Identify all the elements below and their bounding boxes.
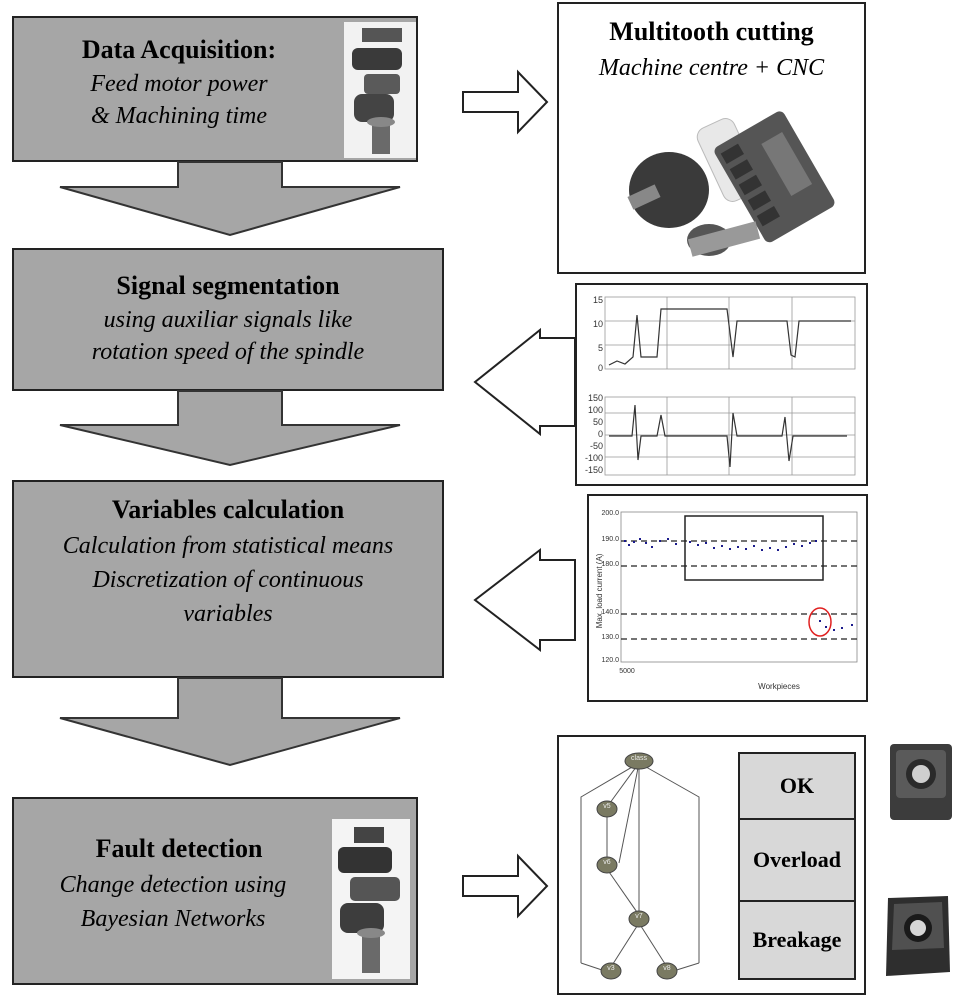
y-tick: 0 bbox=[597, 429, 603, 439]
step-title: Signal segmentation bbox=[116, 271, 340, 300]
machine-subtitle: Machine centre + CNC bbox=[598, 55, 825, 81]
category-overload: Overload bbox=[738, 818, 856, 902]
step-fault-detection-box: Fault detection Change detection using B… bbox=[12, 797, 418, 985]
down-arrow bbox=[59, 161, 401, 237]
y-tick: 15 bbox=[592, 295, 603, 305]
x-tick: 5000 bbox=[619, 668, 635, 675]
y-tick: 0 bbox=[597, 363, 603, 373]
bayes-node-label: class bbox=[631, 755, 647, 762]
left-arrow bbox=[473, 547, 576, 653]
bayes-node bbox=[600, 962, 622, 980]
y-tick: 150 bbox=[587, 393, 603, 403]
down-arrow bbox=[59, 677, 401, 767]
bayes-node bbox=[596, 800, 618, 818]
y-tick: 190.0 bbox=[601, 536, 619, 543]
bayes-node-label: v8 bbox=[663, 965, 671, 972]
y-tick: 140.0 bbox=[601, 609, 619, 616]
bayes-node-label: v7 bbox=[635, 913, 643, 920]
y-tick: 50 bbox=[592, 417, 603, 427]
y-tick: -100 bbox=[584, 453, 603, 463]
y-tick: 120.0 bbox=[601, 657, 619, 664]
bayes-node-label: v5 bbox=[603, 803, 611, 810]
data-points bbox=[624, 538, 853, 631]
step-data-acquisition-box: Data Acquisition: Feed motor power & Mac… bbox=[12, 16, 418, 162]
x-axis-label: Workpieces bbox=[758, 682, 800, 691]
insert-breakage-image bbox=[880, 892, 956, 984]
step-line: Feed motor power bbox=[90, 71, 268, 97]
bayes-node-label: v6 bbox=[603, 859, 611, 866]
anomaly-circle bbox=[808, 607, 832, 637]
step-variables-calculation-box: Variables calculation Calculation from s… bbox=[12, 480, 444, 678]
insert-ok-image bbox=[886, 740, 956, 830]
step-title: Variables calculation bbox=[111, 495, 345, 524]
machine-title: Multitooth cutting bbox=[609, 17, 814, 46]
bayes-node bbox=[596, 856, 618, 874]
step-line: variables bbox=[183, 601, 273, 627]
down-arrow bbox=[59, 390, 401, 467]
signal-plot-box: 15 10 5 0 150 100 50 0 -50 -100 -150 bbox=[575, 283, 868, 486]
bayes-node-label: v3 bbox=[607, 965, 615, 972]
bayes-node bbox=[628, 910, 650, 928]
step-line: Discretization of continuous bbox=[92, 567, 364, 593]
step-line: rotation speed of the spindle bbox=[91, 339, 365, 365]
crankshaft-image bbox=[332, 819, 410, 979]
step-title: Data Acquisition: bbox=[81, 35, 277, 64]
category-ok: OK bbox=[738, 752, 856, 820]
signal-plots bbox=[604, 296, 856, 476]
y-tick: 200.0 bbox=[601, 510, 619, 517]
y-axis-label: Max. load current (A) bbox=[595, 553, 605, 629]
y-tick: 180.0 bbox=[601, 561, 619, 568]
left-arrow bbox=[473, 327, 576, 437]
right-arrow bbox=[462, 69, 549, 135]
right-arrow bbox=[462, 853, 549, 919]
step-line: using auxiliar signals like bbox=[103, 307, 353, 333]
y-tick: 130.0 bbox=[601, 634, 619, 641]
bayes-network bbox=[580, 752, 700, 980]
cutter-illustration bbox=[627, 111, 835, 257]
variables-plot bbox=[620, 511, 858, 663]
y-tick: 5 bbox=[597, 343, 603, 353]
bayes-node bbox=[624, 752, 654, 770]
y-tick: -150 bbox=[584, 465, 603, 475]
machine-box: Multitooth cutting Machine centre + CNC bbox=[557, 2, 866, 274]
category-breakage: Breakage bbox=[738, 900, 856, 980]
step-line: Calculation from statistical means bbox=[62, 533, 394, 559]
bayes-node bbox=[656, 962, 678, 980]
step-line: Bayesian Networks bbox=[80, 906, 266, 932]
step-title: Fault detection bbox=[95, 834, 263, 863]
step-line: & Machining time bbox=[91, 103, 267, 129]
y-tick: -50 bbox=[589, 441, 603, 451]
y-tick: 100 bbox=[587, 405, 603, 415]
step-line: Change detection using bbox=[59, 872, 287, 898]
variables-plot-box: 200.0 190.0 180.0 140.0 130.0 120.0 5000… bbox=[587, 494, 868, 702]
y-tick: 10 bbox=[592, 319, 603, 329]
crankshaft-image bbox=[344, 22, 416, 158]
